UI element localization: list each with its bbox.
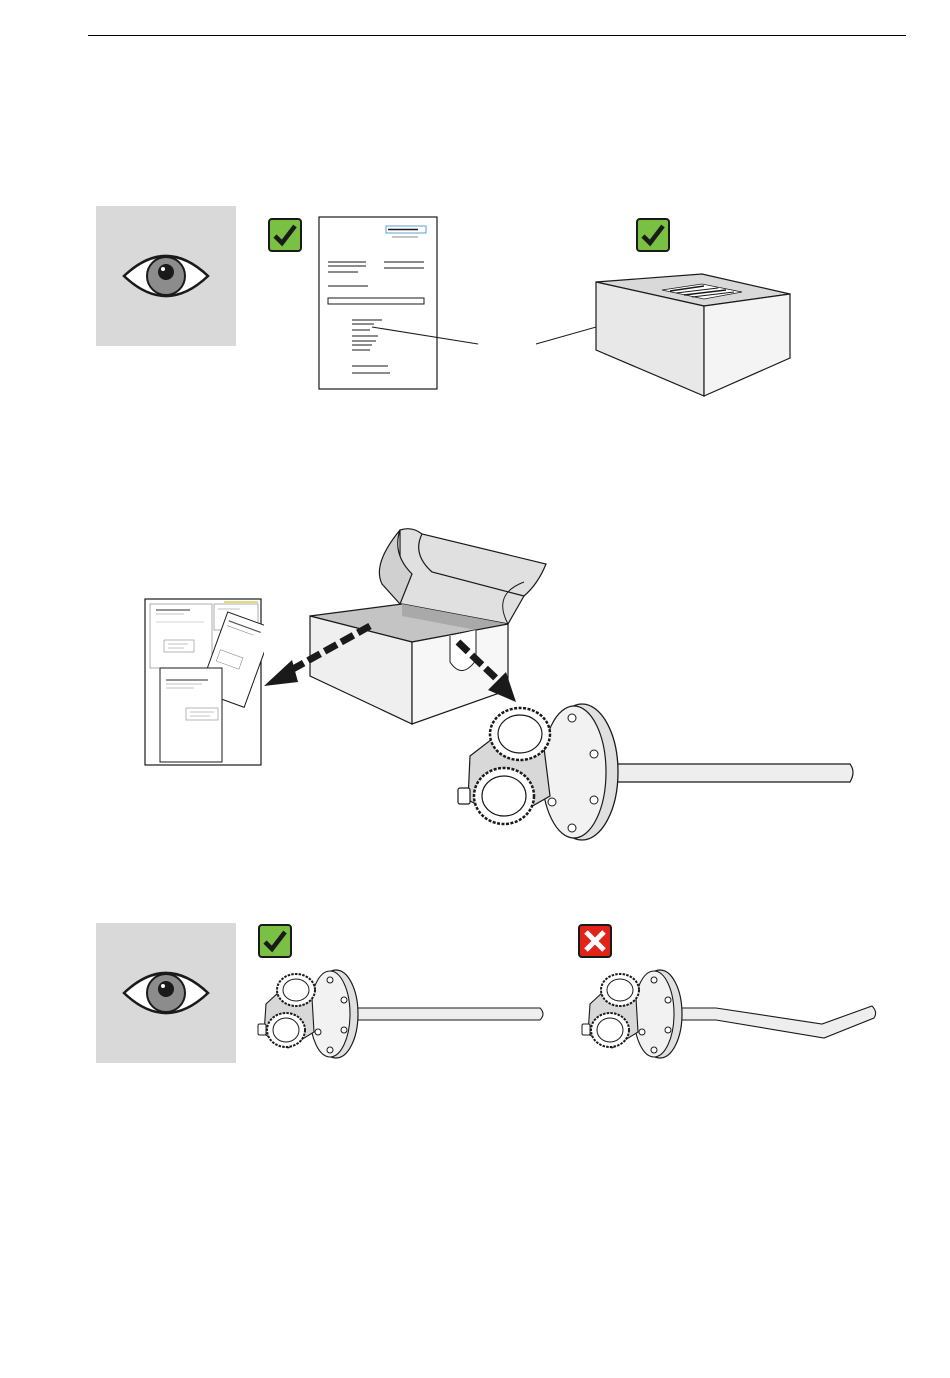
checkmark-icon [258, 924, 292, 958]
not-ok-badge-bent-probe [578, 924, 612, 958]
package-figure [592, 272, 792, 400]
level-transmitter-icon [580, 968, 880, 1060]
level-transmitter-icon [256, 968, 548, 1060]
transmitter-figure-large [454, 700, 864, 850]
package-box-icon [592, 272, 792, 400]
documentation-stack-icon [144, 598, 264, 766]
ok-badge-straight-probe [258, 924, 292, 958]
level-transmitter-icon [454, 700, 864, 850]
documentation-stack-figure [144, 598, 264, 766]
eye-icon [96, 923, 236, 1063]
transmitter-bent-probe [580, 968, 880, 1060]
cross-icon [578, 924, 612, 958]
inspect-panel-2 [96, 923, 236, 1063]
comparison-connector [0, 0, 950, 420]
transmitter-straight-probe [256, 968, 548, 1060]
